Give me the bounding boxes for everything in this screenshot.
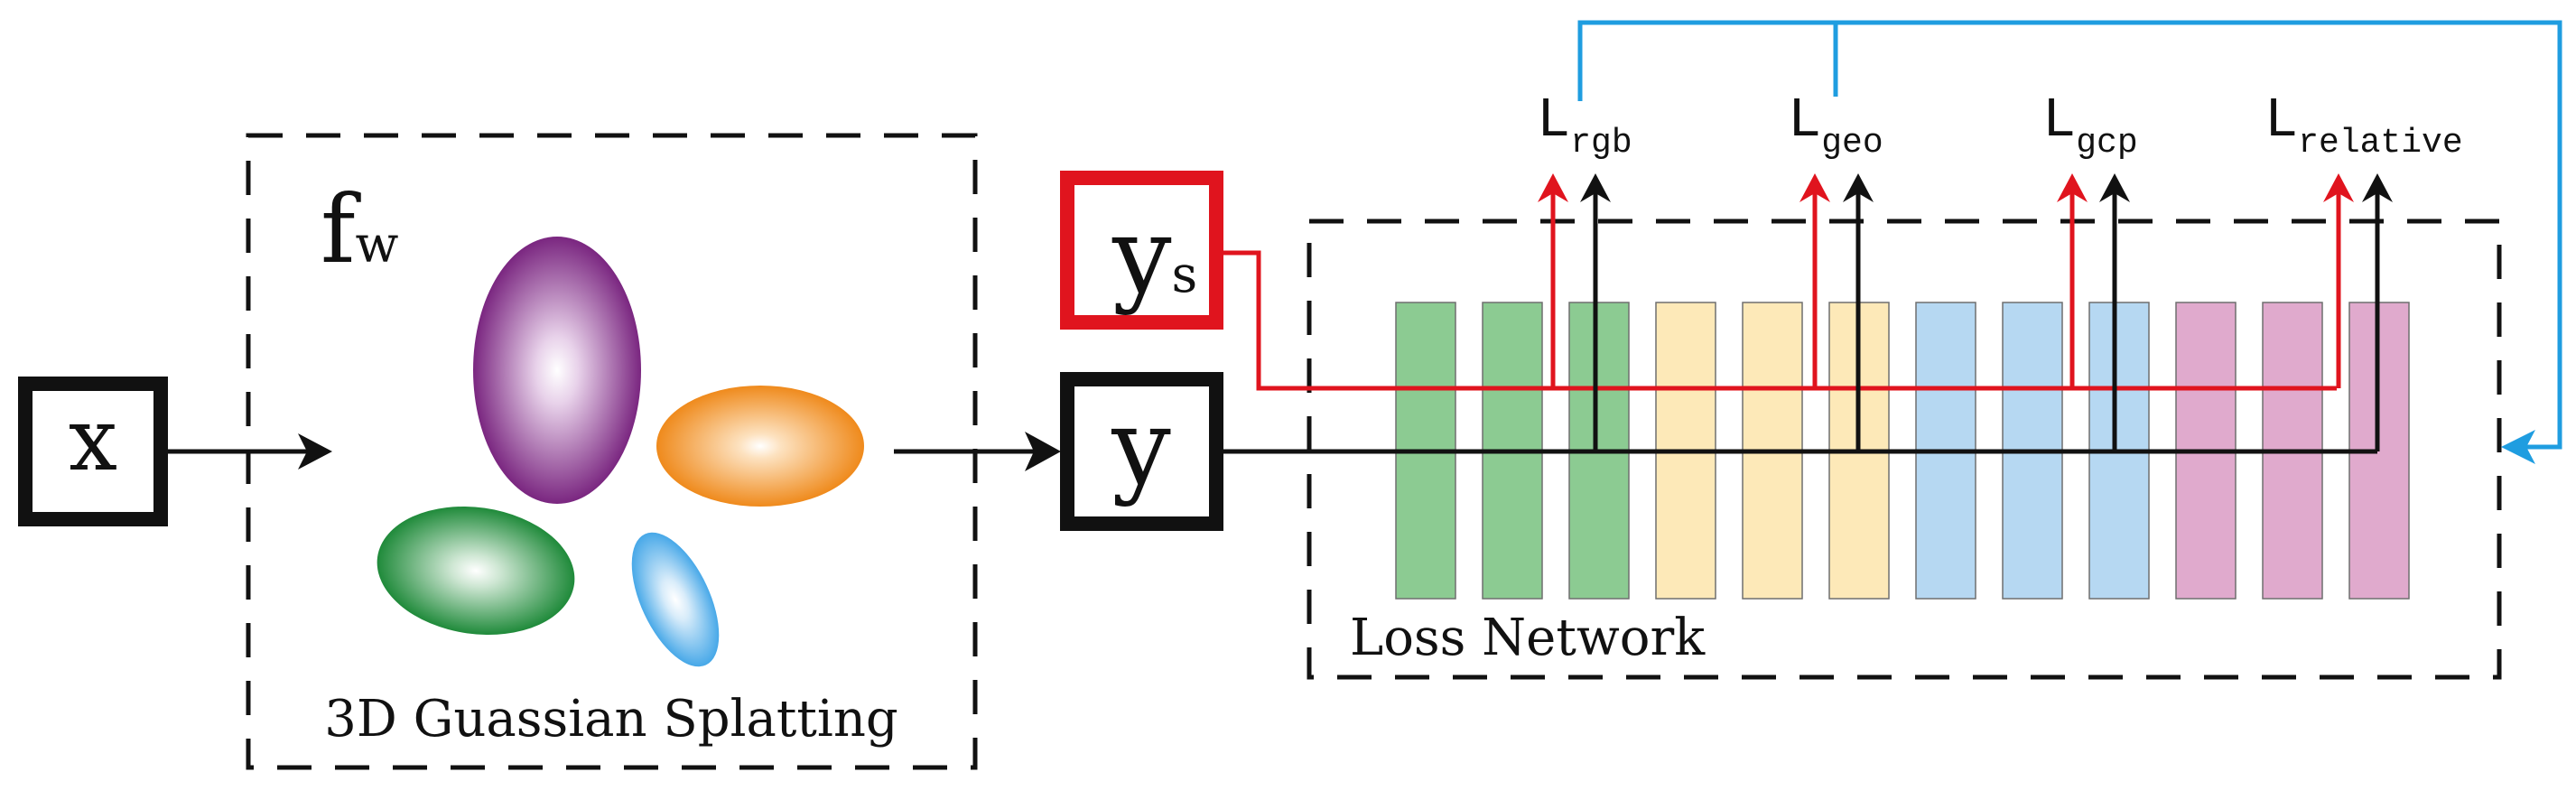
gs-function-main: f bbox=[321, 174, 361, 284]
loss-label-geo: Lgeo bbox=[1788, 88, 1883, 163]
loss-label-main: L bbox=[2042, 88, 2076, 153]
gaussian-purple bbox=[473, 237, 641, 504]
loss-label-sub: rgb bbox=[1570, 124, 1632, 163]
tap-style-arrowhead bbox=[2057, 173, 2088, 202]
tap-content-arrowhead bbox=[2362, 173, 2393, 202]
tap-style-arrowhead bbox=[1538, 173, 1568, 202]
ys-feature-line bbox=[1216, 250, 2337, 391]
feedback-line bbox=[1577, 20, 2562, 464]
y-label: y bbox=[1111, 386, 1171, 508]
tap-content-arrowhead bbox=[1580, 173, 1611, 202]
ys-box bbox=[1060, 171, 1223, 330]
style-target-ys-node: ys bbox=[1060, 171, 1223, 330]
ys-label-sub: s bbox=[1172, 246, 1198, 304]
loss-label-sub: geo bbox=[1821, 124, 1883, 163]
input-x-box bbox=[18, 377, 168, 526]
gs-function-label: fw bbox=[321, 174, 399, 284]
gaussian-orange bbox=[656, 386, 864, 507]
output-y-node: y bbox=[1060, 372, 1223, 531]
arrow-gs-to-y bbox=[894, 432, 1061, 471]
tap-rgb bbox=[1538, 173, 1611, 451]
input-x-label: x bbox=[69, 389, 117, 490]
gaussian-green bbox=[377, 507, 575, 635]
gs-function-sub: w bbox=[356, 216, 399, 274]
loss-label-main: L bbox=[1537, 88, 1570, 153]
tap-style-arrowhead bbox=[2323, 173, 2354, 202]
gs-block: fw 3D Guassian Splatting bbox=[246, 133, 978, 770]
loss-label-relative: Lrelative bbox=[2264, 88, 2463, 163]
loss-label-sub: gcp bbox=[2076, 124, 2137, 163]
loss-taps bbox=[1538, 173, 2393, 451]
loss-label-main: L bbox=[2264, 88, 2298, 153]
input-x-node: x bbox=[18, 377, 168, 526]
feedback-arrowhead bbox=[2501, 430, 2535, 464]
loss-label-main: L bbox=[1788, 88, 1821, 153]
loss-label-sub: relative bbox=[2298, 124, 2462, 163]
ys-label-main: y bbox=[1111, 195, 1172, 317]
loss-label-rgb: Lrgb bbox=[1537, 88, 1632, 163]
loss-label-gcp: Lgcp bbox=[2042, 88, 2138, 163]
loss-network-label: Loss Network bbox=[1350, 609, 1706, 667]
tap-relative bbox=[2323, 173, 2393, 451]
tap-gcp bbox=[2057, 173, 2130, 451]
tap-content-arrowhead bbox=[2099, 173, 2130, 202]
gs-caption: 3D Guassian Splatting bbox=[324, 690, 898, 749]
ys-label: ys bbox=[1111, 195, 1197, 317]
tap-geo bbox=[1799, 173, 1874, 451]
gaussian-blue bbox=[631, 532, 720, 667]
tap-style-arrowhead bbox=[1799, 173, 1830, 202]
arrow-x-to-gs bbox=[161, 433, 332, 470]
tap-content-arrowhead bbox=[1843, 173, 1874, 202]
